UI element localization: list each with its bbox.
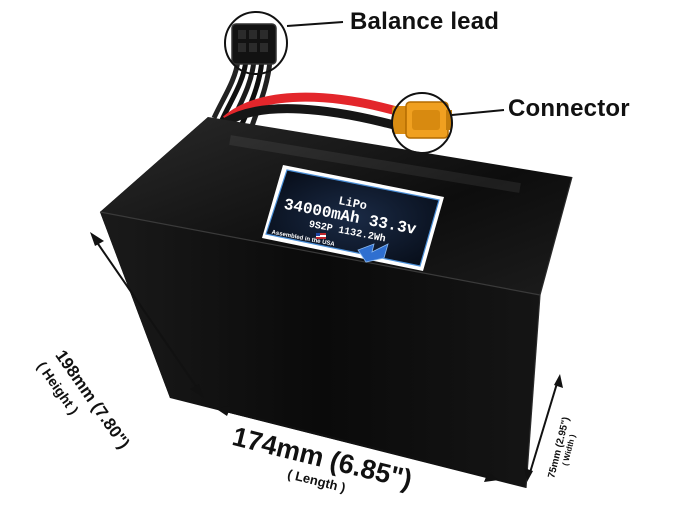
xt-connector: [392, 101, 452, 139]
balance-connector-plug: [231, 23, 277, 65]
balance-lead-callout-circle: [224, 11, 288, 75]
balance-lead-callout-line: [286, 21, 344, 27]
connector-callout: Connector: [508, 95, 630, 122]
balance-lead-callout: Balance lead: [350, 8, 500, 35]
connector-callout-line: [451, 109, 505, 116]
usa-flag-icon: [316, 233, 326, 239]
length-dimension-arrow: [215, 406, 499, 482]
main-leads: [223, 92, 402, 131]
height-dimension-arrow: [90, 232, 204, 398]
balance-lead-wires: [211, 59, 273, 127]
width-dimension-arrow: [524, 374, 563, 482]
battery-label: [262, 165, 444, 271]
battery-front-face: [100, 212, 540, 488]
battery-body: [99, 117, 573, 489]
brand-logo: [357, 243, 389, 263]
